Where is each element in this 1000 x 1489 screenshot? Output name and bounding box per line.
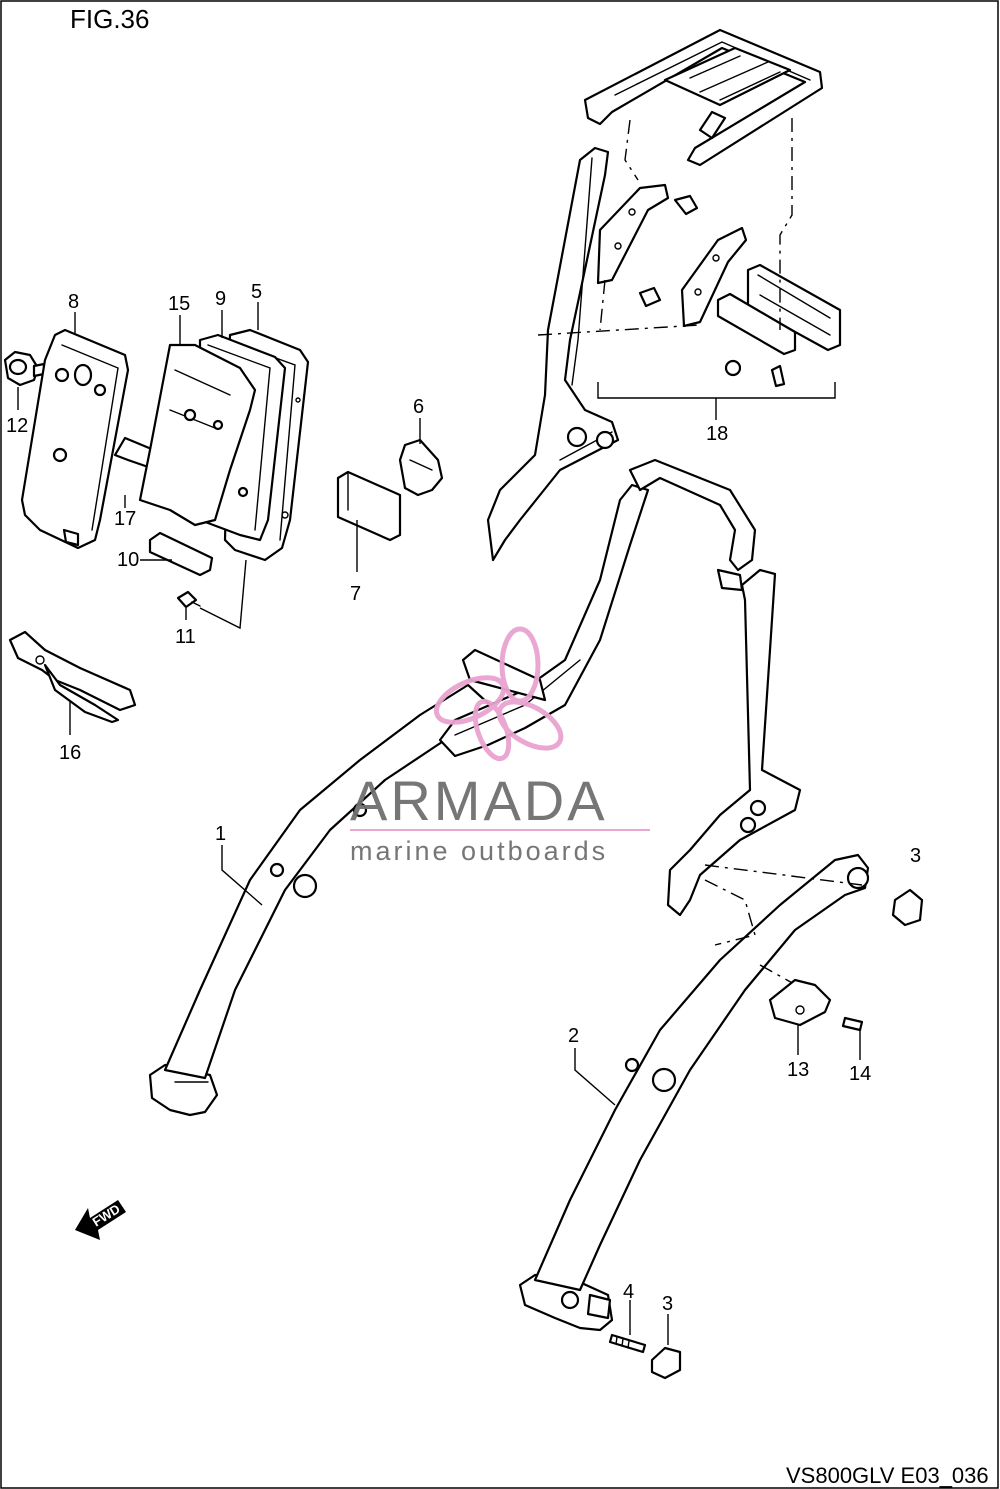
part-12-grommet xyxy=(3,350,46,387)
callout-16: 16 xyxy=(59,742,81,764)
figure-title: FIG.36 xyxy=(70,4,149,34)
arrow-left-icon xyxy=(75,1200,126,1240)
watermark-tagline: marine outboards xyxy=(350,836,608,866)
callout-3-upper: 3 xyxy=(910,845,921,867)
callout-8: 8 xyxy=(68,291,79,313)
callout-4: 4 xyxy=(623,1281,634,1303)
callout-5: 5 xyxy=(251,281,262,303)
part-7-label-pad xyxy=(336,470,402,542)
part-8-back-plate xyxy=(20,328,130,550)
part-18-carrier-assembly xyxy=(486,28,842,562)
part-3-cap-upper xyxy=(891,888,924,927)
callout-14: 14 xyxy=(849,1063,871,1085)
callout-6: 6 xyxy=(413,396,424,418)
callout-18: 18 xyxy=(706,423,728,445)
callout-15: 15 xyxy=(168,293,190,315)
callout-11: 11 xyxy=(175,626,196,648)
callout-9: 9 xyxy=(215,288,226,310)
model-code: VS800GLV E03_036 xyxy=(786,1463,989,1488)
part-2-backrest-frame-arm xyxy=(518,853,870,1332)
armada-watermark: ARMADA marine outboards xyxy=(350,626,650,866)
callout-13: 13 xyxy=(787,1059,809,1081)
callout-17: 17 xyxy=(114,508,136,530)
callout-1: 1 xyxy=(215,823,226,845)
part-6-clip xyxy=(398,438,444,497)
flower-logo xyxy=(433,626,564,762)
part-3-cap-lower xyxy=(650,1346,682,1380)
part-16-pliers xyxy=(8,630,137,724)
callout-3-lower: 3 xyxy=(662,1293,673,1315)
part-13-bracket xyxy=(768,978,832,1027)
fwd-direction-marker: FWD xyxy=(75,1200,126,1240)
part-10-foam-pad xyxy=(148,531,214,577)
part-15-tool-bag xyxy=(138,343,257,527)
part-4-screw xyxy=(608,1333,647,1354)
callout-7: 7 xyxy=(350,583,361,605)
callout-2: 2 xyxy=(568,1025,579,1047)
callout-10: 10 xyxy=(117,549,139,571)
part-11-screw xyxy=(176,590,201,609)
part-14-bolt xyxy=(841,1016,864,1032)
callout-12: 12 xyxy=(6,415,28,437)
watermark-brand: ARMADA xyxy=(350,769,608,832)
